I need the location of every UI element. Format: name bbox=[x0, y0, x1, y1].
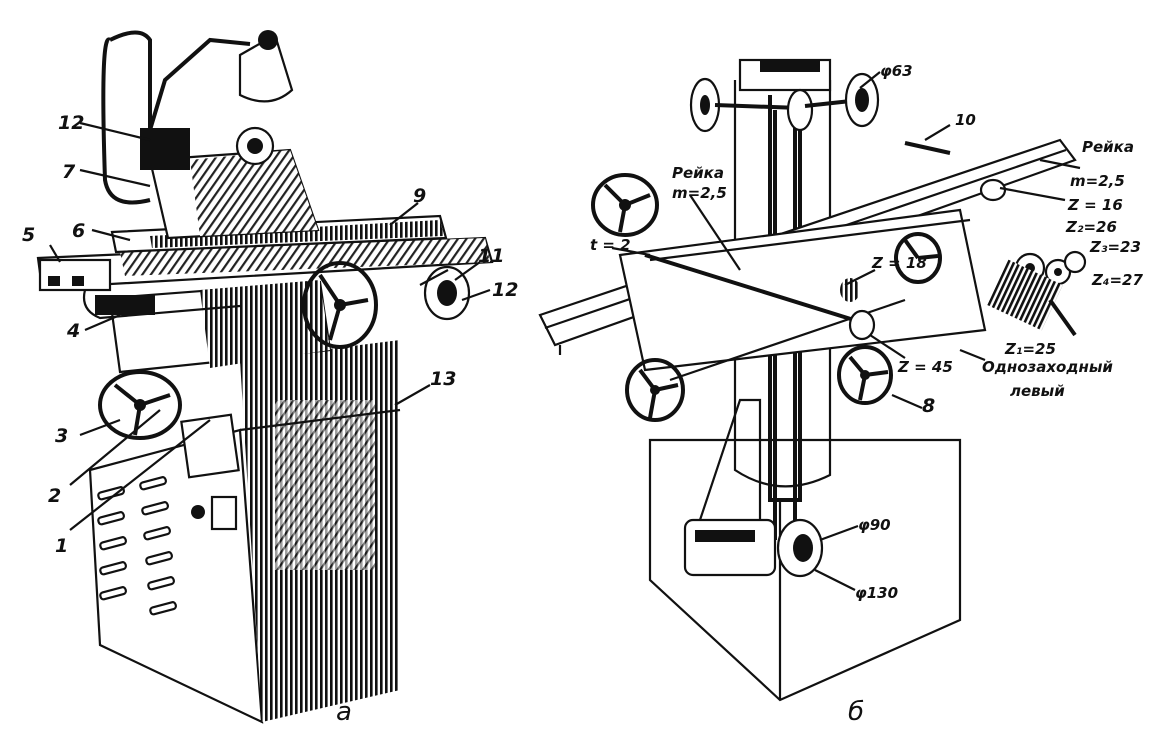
pulley-63 bbox=[786, 88, 814, 132]
label-4: 4 bbox=[66, 320, 80, 342]
caption-b: б bbox=[848, 697, 864, 727]
label-8b: 8 bbox=[922, 395, 935, 417]
lamp-arm bbox=[148, 37, 251, 131]
label-2: 2 bbox=[48, 485, 61, 507]
cabinet-front-face bbox=[88, 428, 264, 724]
motor bbox=[683, 398, 824, 578]
lamp-shade bbox=[238, 33, 294, 103]
cross-slide bbox=[618, 208, 987, 372]
switch-box bbox=[210, 495, 238, 531]
label-rack-right-module: m=2,5 bbox=[1070, 172, 1125, 190]
handwheel-3 bbox=[98, 370, 182, 440]
label-rack-left: Рейка bbox=[672, 164, 724, 182]
handwheel-b-low bbox=[625, 358, 685, 422]
label-10: 10 bbox=[955, 111, 976, 129]
handwheel-b-mid bbox=[894, 232, 942, 284]
handwheel-b-top bbox=[591, 173, 659, 237]
caption-a: а bbox=[336, 697, 352, 727]
label-1: 1 bbox=[55, 535, 68, 557]
label-z2: Z₂=26 bbox=[1065, 218, 1117, 236]
label-t2: t = 2 bbox=[590, 236, 631, 254]
label-worm-1: Однозаходный bbox=[982, 358, 1113, 376]
label-phi90: φ90 bbox=[858, 516, 891, 534]
panel-a-machine bbox=[36, 30, 494, 724]
gear-cluster bbox=[987, 250, 1087, 337]
label-9: 9 bbox=[413, 185, 426, 207]
label-12: 12 bbox=[492, 279, 518, 301]
handwheel-table bbox=[302, 261, 378, 349]
label-3: 3 bbox=[55, 425, 68, 447]
button-icon bbox=[191, 505, 205, 519]
label-phi63: φ63 bbox=[880, 62, 913, 80]
label-8: 12 bbox=[58, 112, 84, 134]
cabinet-b bbox=[648, 438, 962, 702]
label-7: 7 bbox=[62, 161, 76, 183]
handwheel-b-right bbox=[837, 345, 893, 405]
gear-z45 bbox=[848, 309, 876, 341]
label-z4: Z₄=27 bbox=[1091, 271, 1143, 289]
name-plate bbox=[180, 413, 240, 479]
label-rack-left-module: m=2,5 bbox=[672, 184, 727, 202]
end-drum-11 bbox=[419, 265, 471, 321]
label-rack-right: Рейка bbox=[1082, 138, 1134, 156]
panel-a-leaders bbox=[49, 121, 491, 531]
label-13: 13 bbox=[430, 368, 456, 390]
label-phi130: φ130 bbox=[855, 584, 898, 602]
label-6: 6 bbox=[72, 220, 85, 242]
cabinet-louvres bbox=[97, 476, 177, 616]
panel-b-leaders bbox=[611, 71, 1081, 591]
label-11: 11 bbox=[478, 245, 504, 267]
panel-b-machine bbox=[538, 58, 1087, 702]
label-z3: Z₃=23 bbox=[1089, 238, 1141, 256]
label-z18: Z = 18 bbox=[871, 254, 927, 272]
label-5: 5 bbox=[22, 224, 35, 246]
label-z16: Z = 16 bbox=[1067, 196, 1123, 214]
label-z45: Z = 45 bbox=[897, 358, 953, 376]
label-z1: Z₁=25 bbox=[1004, 340, 1056, 358]
label-worm-2: левый bbox=[1010, 382, 1065, 400]
column-b bbox=[733, 80, 832, 488]
